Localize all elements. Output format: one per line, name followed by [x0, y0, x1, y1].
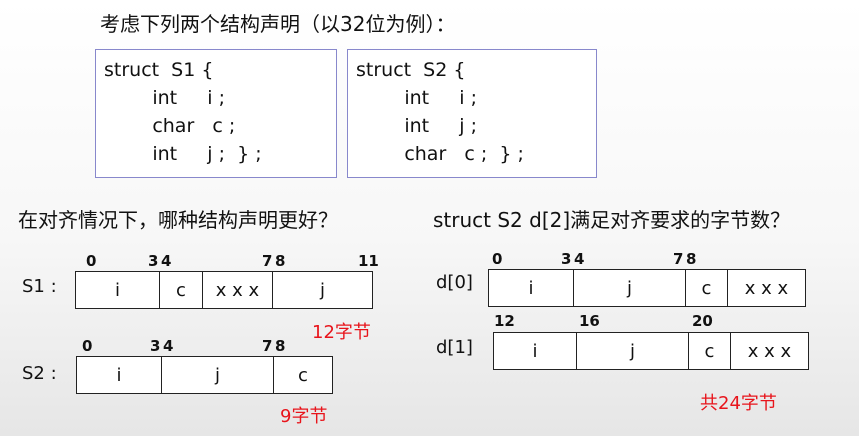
s2-memory-layout: i j c: [76, 356, 333, 394]
field-j: j: [574, 270, 686, 306]
code-line: int i ;: [356, 87, 478, 109]
offset-label: 16: [579, 312, 600, 330]
offset-label: 7: [262, 337, 273, 355]
field-i: i: [76, 272, 160, 308]
offset-label: 8: [686, 250, 697, 268]
s2-label: S2 :: [22, 363, 57, 384]
s1-memory-layout: i c x x x j: [75, 271, 373, 309]
slide-title: 考虑下列两个结构声明（以32位为例）：: [100, 12, 456, 36]
offset-label: 3: [561, 250, 572, 268]
s2-declaration-box: struct S2 { int i ; int j ; char c ; } ;: [347, 49, 597, 178]
offset-label: 4: [163, 337, 174, 355]
offset-label: 0: [86, 252, 97, 270]
total-size: 共24字节: [700, 393, 777, 414]
offset-label: 4: [161, 252, 172, 270]
s1-declaration-box: struct S1 { int i ; char c ; int j ; } ;: [95, 49, 337, 178]
field-j: j: [162, 357, 274, 393]
s1-size: 12字节: [312, 322, 371, 343]
s2-size: 9字节: [280, 406, 328, 427]
field-j: j: [319, 279, 325, 301]
offset-label: 7: [673, 250, 684, 268]
d1-label: d[1]: [436, 337, 473, 358]
field-i: i: [77, 357, 162, 393]
field-c: c: [160, 272, 203, 308]
padding: x x x: [203, 272, 273, 308]
field-i: i: [489, 270, 574, 306]
d0-label: d[0]: [436, 272, 473, 293]
offset-label: 0: [82, 337, 93, 355]
field-j: j: [577, 333, 689, 369]
code-line: int j ; } ;: [104, 143, 262, 165]
padding: x x x: [744, 277, 789, 299]
field-i: i: [494, 333, 577, 369]
code-line: char c ;: [104, 115, 236, 137]
offset-label: 7: [262, 252, 273, 270]
code-line: char c ; } ;: [356, 143, 524, 165]
padding: x x x: [747, 340, 792, 362]
field-c: c: [689, 333, 731, 369]
offset-label: 11: [358, 252, 379, 270]
offset-label: 4: [574, 250, 585, 268]
d0-memory-layout: i j c x x x: [488, 269, 806, 307]
offset-label: 8: [275, 337, 286, 355]
question-left: 在对齐情况下，哪种结构声明更好？: [18, 208, 338, 232]
offset-label: 0: [492, 250, 503, 268]
offset-label: 8: [275, 252, 286, 270]
code-line: struct S2 {: [356, 59, 466, 81]
offset-label: 20: [692, 312, 713, 330]
field-c: c: [686, 270, 728, 306]
offset-label: 3: [148, 252, 159, 270]
field-c: c: [298, 364, 308, 386]
code-line: int j ;: [356, 115, 478, 137]
question-right: struct S2 d[2]满足对齐要求的字节数？: [433, 208, 791, 232]
offset-label: 12: [494, 312, 515, 330]
offset-label: 3: [150, 337, 161, 355]
code-line: struct S1 {: [104, 59, 214, 81]
s1-label: S1 :: [22, 276, 57, 297]
d1-memory-layout: i j c x x x: [493, 332, 809, 370]
code-line: int i ;: [104, 87, 226, 109]
